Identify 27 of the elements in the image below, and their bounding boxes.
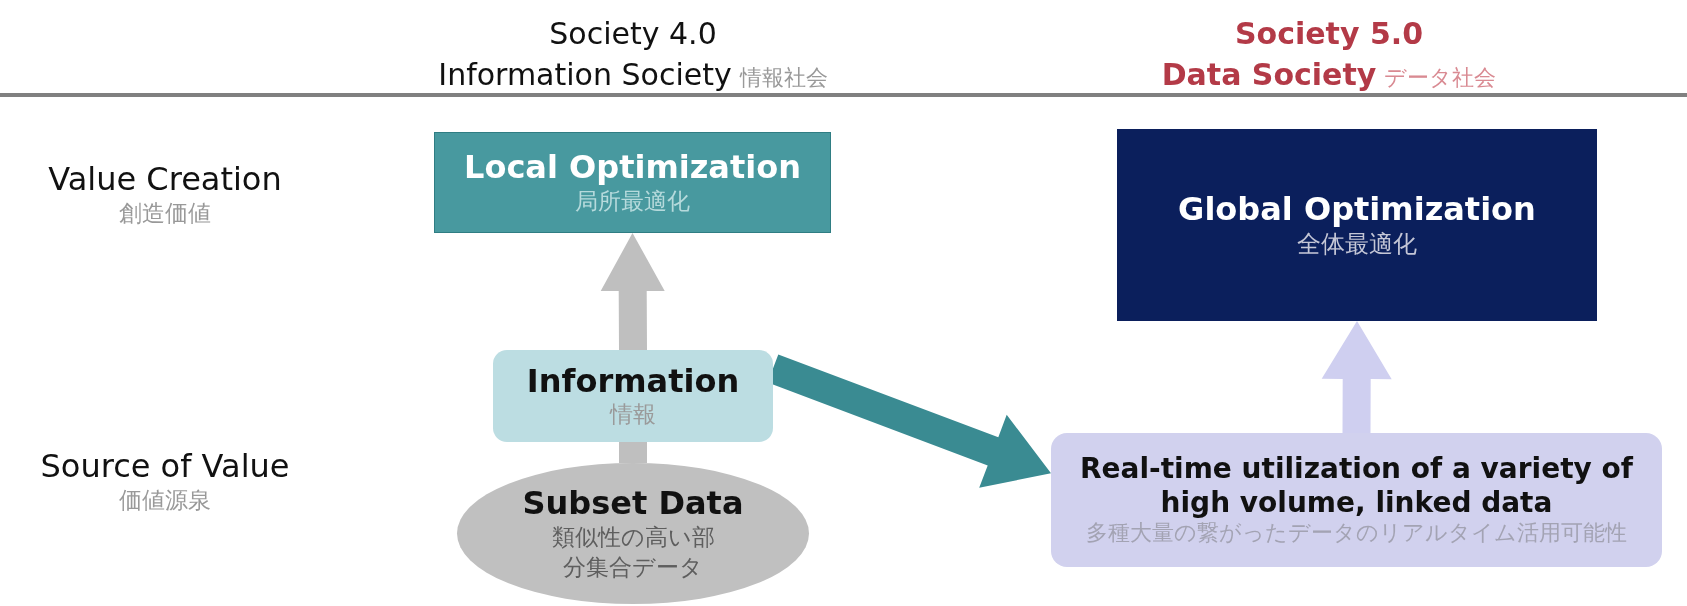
node-subtitle: 局所最適化 xyxy=(575,186,690,216)
node-title: Information xyxy=(526,361,740,401)
column-subheading: 情報社会 xyxy=(739,64,828,90)
node-title: Subset Data xyxy=(522,484,744,523)
node-subtitle: 類似性の高い部分集合データ xyxy=(550,522,716,582)
row-sublabel: 価値源泉 xyxy=(118,486,212,515)
node-title: Local Optimization xyxy=(464,148,801,187)
node-subtitle: 全体最適化 xyxy=(1297,228,1417,260)
arrow xyxy=(600,233,665,351)
process-box xyxy=(493,350,773,442)
row-label: Source of Value xyxy=(39,447,291,485)
node-subtitle: 多種大量の繋がったデータのリアルタイム活用可能性 xyxy=(1086,519,1627,548)
column-subheading: データ社会 xyxy=(1384,64,1497,90)
node-title: Real-time utilization of a variety of high volume, linked data xyxy=(1079,452,1635,520)
column-heading: Society 5.0 xyxy=(1234,16,1424,51)
process-box xyxy=(1117,129,1597,321)
process-box xyxy=(1051,433,1662,567)
column-heading: Society 4.0 xyxy=(549,16,717,51)
row-label: Value Creation xyxy=(47,160,283,198)
node-subtitle: 情報 xyxy=(610,400,656,430)
arrow xyxy=(1321,321,1392,434)
column-heading: Data Society xyxy=(1161,56,1377,92)
column-heading: Information Society xyxy=(438,56,732,92)
process-box xyxy=(434,132,831,233)
row-sublabel: 創造価値 xyxy=(118,199,212,228)
node-title: Global Optimization xyxy=(1178,190,1536,229)
arrow xyxy=(619,442,647,463)
